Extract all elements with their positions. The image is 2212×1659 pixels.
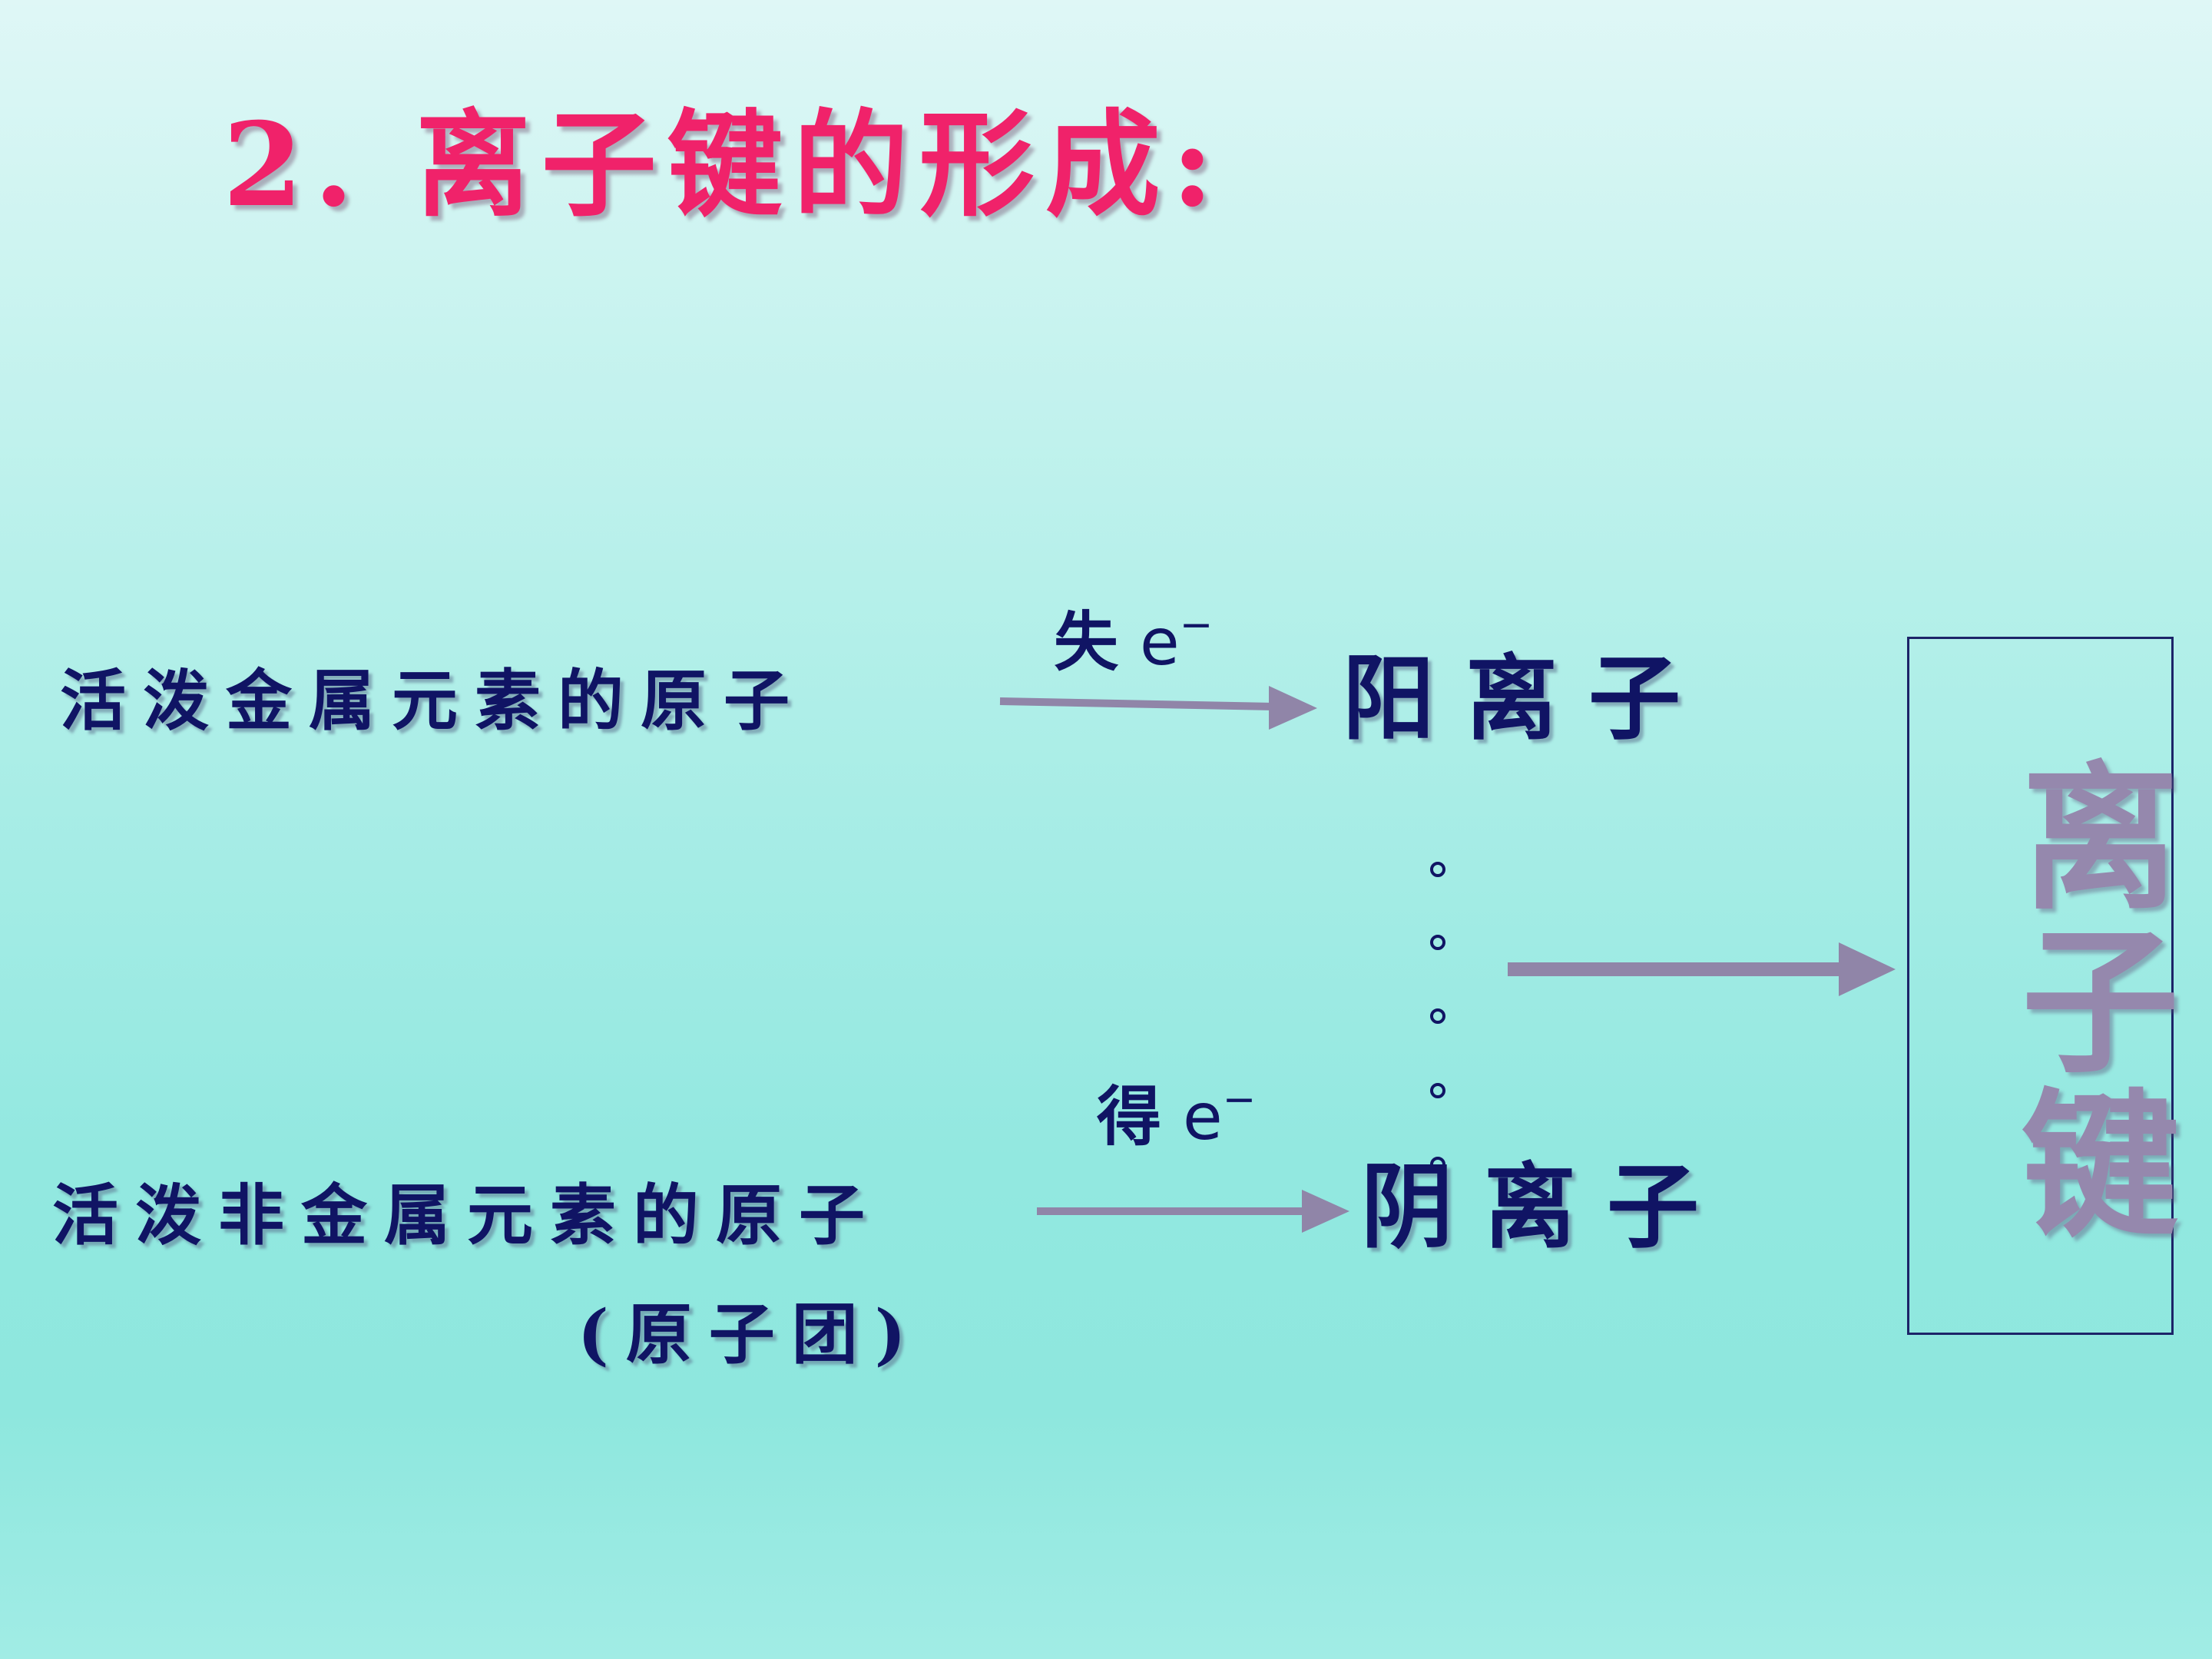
electron-symbol: e [1183, 1079, 1223, 1154]
cation-label: 阳离子 [1343, 644, 1711, 753]
atom-group-note: (原子团) [578, 1296, 923, 1373]
lose-label: 失 [1054, 604, 1119, 680]
connector-dot [1430, 1008, 1445, 1024]
slide-title: 2. 离子键的形成: [223, 98, 1225, 233]
connector-dot [1430, 1083, 1445, 1098]
electron-symbol: e [1140, 604, 1180, 680]
connector-dot [1430, 862, 1445, 877]
ionic-bond-label: 离子键 [1995, 754, 2179, 1246]
connector-dot [1430, 1157, 1445, 1172]
metal-arrow [999, 686, 1317, 730]
nonmetal-arrow [1037, 1190, 1349, 1233]
ionic-bond-box: 离子键 [1907, 637, 2179, 1335]
electron-charge: − [1222, 1077, 1257, 1123]
nonmetal-atom-label: 活泼非金属元素的原子 [52, 1177, 882, 1254]
metal-atom-label: 活泼金属元素的原子 [60, 662, 806, 740]
gain-label: 得 [1097, 1078, 1162, 1154]
combine-arrow [1508, 942, 1896, 996]
anion-label: 阴离子 [1361, 1153, 1730, 1261]
connector-dot [1430, 935, 1445, 950]
electron-charge: − [1179, 602, 1214, 648]
